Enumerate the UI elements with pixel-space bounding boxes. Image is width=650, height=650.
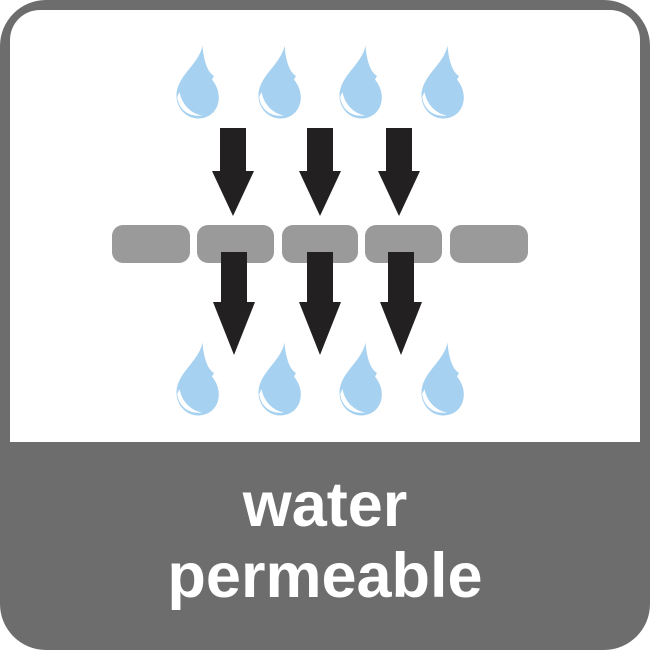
water-drop-icon xyxy=(421,342,464,416)
permeable-layer xyxy=(112,225,528,263)
down-arrow-icon xyxy=(378,128,420,216)
down-arrows-below xyxy=(213,252,422,355)
permeable-layer-segment xyxy=(282,225,358,263)
water-drop-icon xyxy=(421,45,464,119)
caption-line-1: water xyxy=(242,470,408,540)
down-arrow-icon xyxy=(299,128,341,216)
permeable-layer-segment xyxy=(112,225,190,263)
water-drop-icon xyxy=(258,45,301,119)
water-drops-top xyxy=(176,45,464,119)
permeable-layer-segment xyxy=(365,225,442,263)
permeable-layer-segment xyxy=(197,225,274,263)
down-arrow-icon xyxy=(212,128,254,216)
water-drop-icon xyxy=(339,45,382,119)
down-arrow-icon xyxy=(299,252,341,355)
water-drop-icon xyxy=(258,342,301,416)
water-drop-icon xyxy=(176,45,219,119)
caption-line-2: permeable xyxy=(167,541,483,611)
down-arrow-icon xyxy=(380,252,422,355)
down-arrows-above xyxy=(212,128,420,216)
water-drop-icon xyxy=(339,342,382,416)
caption: water permeable xyxy=(10,442,640,640)
down-arrow-icon xyxy=(213,252,255,355)
permeable-layer-segment xyxy=(450,225,528,263)
water-drop-icon xyxy=(176,342,219,416)
